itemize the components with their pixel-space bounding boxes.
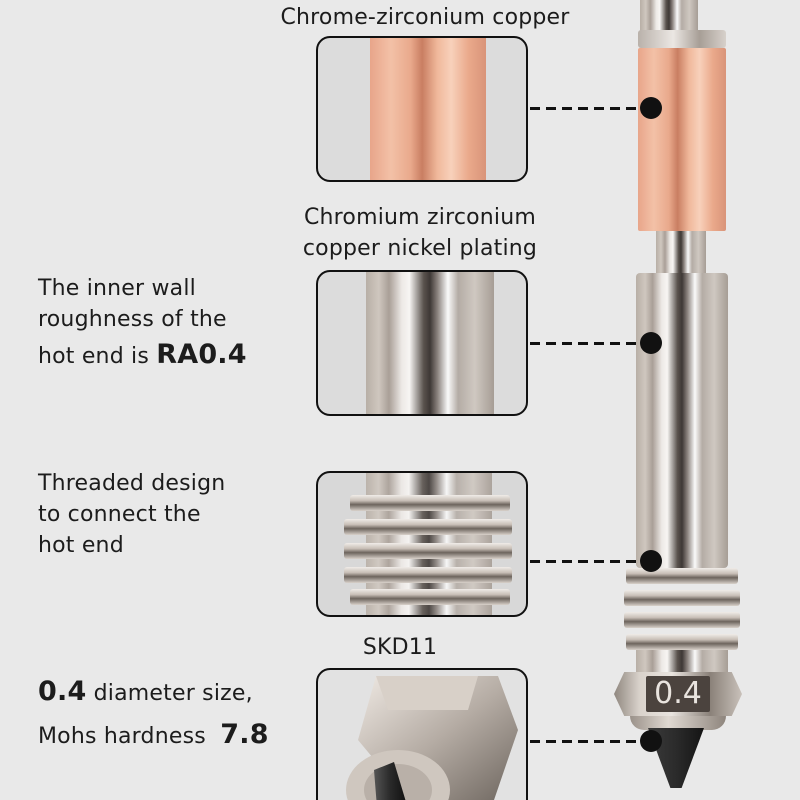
- top-collar: [638, 30, 726, 48]
- nickel-plating-title-line1: Chromium zirconium: [303, 205, 537, 230]
- connector-dot-thread: [640, 550, 662, 572]
- product-thread: [626, 634, 738, 650]
- connector-dot-copper: [640, 97, 662, 119]
- hardness-label: Mohs hardness: [38, 724, 221, 749]
- diameter-label: diameter size,: [86, 681, 253, 706]
- connector-line-thread: [530, 560, 642, 563]
- nickel-body: [636, 273, 728, 568]
- nozzle-closeup-icon: [346, 676, 518, 800]
- threaded-description: Threaded design to connect the hot end: [38, 468, 225, 561]
- nozzle-skirt: [630, 716, 726, 730]
- nickel-detail-image: [366, 272, 494, 414]
- copper-sleeve: [638, 48, 726, 231]
- nickel-detail-frame: [316, 270, 528, 416]
- thread-ring: [344, 543, 512, 559]
- nozzle-description: 0.4 diameter size, Mohs hardness 7.8: [38, 676, 269, 752]
- connector-line-nozzle: [530, 740, 642, 743]
- hardness-value: 7.8: [220, 719, 269, 750]
- copper-detail-frame: [316, 36, 528, 182]
- product-hotend-image: 0.4: [600, 0, 750, 800]
- roughness-line3: hot end is: [38, 344, 157, 369]
- connector-dot-nozzle: [640, 730, 662, 752]
- copper-title: Chrome-zirconium copper: [280, 5, 570, 30]
- nozzle-engraving-plate: [646, 676, 710, 712]
- nickel-plating-title: Chromium zirconium copper nickel plating: [270, 202, 570, 264]
- skd11-title: SKD11: [362, 635, 438, 660]
- connector-line-nickel: [530, 342, 642, 345]
- diameter-value: 0.4: [38, 676, 87, 707]
- product-thread: [624, 590, 740, 606]
- roughness-description: The inner wall roughness of the hot end …: [38, 273, 247, 372]
- threaded-line1: Threaded design: [38, 471, 226, 496]
- nozzle-detail-frame: [316, 668, 528, 800]
- neck: [656, 231, 706, 273]
- thread-base: [636, 650, 728, 676]
- copper-detail-image: [370, 38, 486, 180]
- thread-detail-frame: [316, 471, 528, 617]
- nozzle-engraving: 0.4: [654, 676, 702, 711]
- thread-ring: [350, 495, 510, 511]
- threaded-line2: to connect the: [38, 502, 201, 527]
- threaded-line3: hot end: [38, 533, 124, 558]
- top-shaft: [640, 0, 698, 32]
- thread-ring: [344, 519, 512, 535]
- roughness-line1: The inner wall: [38, 276, 196, 301]
- connector-line-copper: [530, 107, 642, 110]
- product-thread: [626, 568, 738, 584]
- nickel-plating-title-line2: copper nickel plating: [302, 236, 538, 261]
- product-thread: [624, 612, 740, 628]
- roughness-value: RA0.4: [156, 339, 247, 370]
- connector-dot-nickel: [640, 332, 662, 354]
- thread-ring: [350, 589, 510, 605]
- roughness-line2: roughness of the: [38, 307, 227, 332]
- thread-ring: [344, 567, 512, 583]
